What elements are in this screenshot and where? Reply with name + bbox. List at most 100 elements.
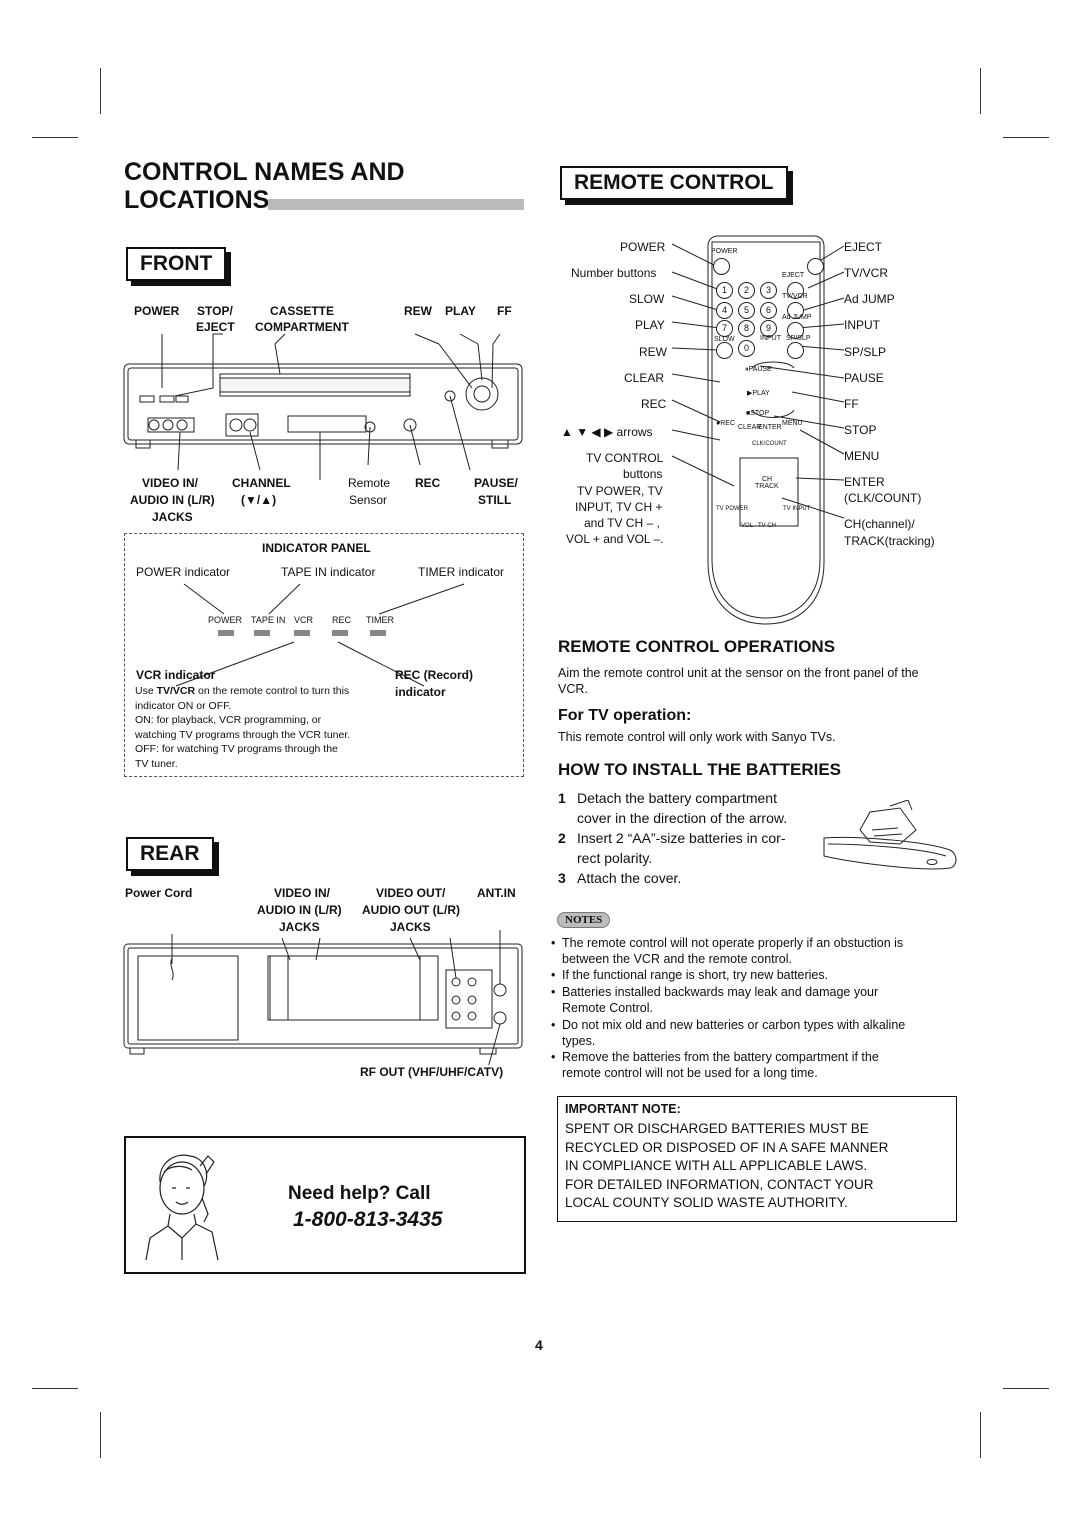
remote-label-power: POWER	[620, 240, 666, 254]
label-play: PLAY	[445, 304, 476, 318]
page-title-line1: CONTROL NAMES AND	[124, 158, 405, 186]
remote-enter-text[interactable]: ENTER	[758, 424, 782, 431]
remote-label-slow: SLOW	[629, 292, 665, 306]
remote-label-input: INPUT	[844, 318, 880, 332]
remote-input-button[interactable]	[787, 322, 804, 339]
page-title-line2: LOCATIONS	[124, 186, 270, 214]
label-rear-audio-out: AUDIO OUT (L/R)	[362, 903, 460, 917]
vcr-indicator-label: VCR indicator	[136, 668, 216, 682]
crop-mark	[100, 1412, 101, 1458]
remote-key-6[interactable]: 6	[760, 302, 777, 319]
remote-label-tv-vol: VOL + and VOL –.	[566, 532, 664, 546]
important-note-text: SPENT OR DISCHARGED BATTERIES MUST BE RE…	[565, 1121, 889, 1210]
remote-menu-text[interactable]: MENU	[782, 420, 803, 427]
remote-vol-text[interactable]: VOL	[741, 523, 754, 529]
label-still: STILL	[478, 493, 512, 507]
remote-label-eject: EJECT	[844, 240, 883, 254]
crop-mark	[100, 68, 101, 114]
crop-mark	[1003, 137, 1049, 138]
label-eject: EJECT	[196, 320, 235, 334]
indicator-panel-title: INDICATOR PANEL	[262, 541, 371, 555]
remote-key-0[interactable]: 0	[738, 340, 755, 357]
remote-tvvcr-text: TV/VCR	[782, 293, 808, 300]
label-sensor: Sensor	[349, 493, 388, 507]
label-video-in: VIDEO IN/	[142, 476, 199, 490]
crop-mark	[32, 137, 78, 138]
label-rear-jacks2: JACKS	[390, 920, 431, 934]
remote-key-2[interactable]: 2	[738, 282, 755, 299]
tv-operation-text: This remote control will only work with …	[558, 730, 836, 744]
remote-power-button[interactable]	[713, 258, 730, 275]
crop-mark	[980, 68, 981, 114]
notes-badge: NOTES	[557, 912, 611, 928]
vcr-rear-illustration	[123, 930, 523, 1065]
remote-label-rec: REC	[641, 397, 667, 411]
remote-label-spslp: SP/SLP	[844, 345, 887, 359]
operations-aim-line2: VCR.	[558, 682, 588, 696]
remote-label-number-buttons: Number buttons	[571, 266, 657, 280]
battery-step-3: 3 Attach the cover.	[558, 870, 682, 886]
remote-track-text[interactable]: TRACK	[755, 483, 779, 490]
battery-step-2: 2 Insert 2 “AA”-size batteries in cor- r…	[558, 830, 786, 866]
label-ant-in: ANT.IN	[477, 886, 516, 900]
indicator-lamps-illustration	[175, 583, 465, 687]
lamp-timer: TIMER	[366, 615, 394, 625]
remote-tvpower-text[interactable]: TV POWER	[716, 506, 749, 512]
note-item-1: The remote control will not operate prop…	[551, 935, 962, 967]
remote-ch-text[interactable]: CH	[762, 476, 773, 483]
help-phone[interactable]: 1-800-813-3435	[293, 1208, 443, 1231]
label-pause: PAUSE/	[474, 476, 518, 490]
label-rew: REW	[404, 304, 432, 318]
remote-eject-button[interactable]	[807, 258, 824, 275]
note-item-2: If the functional range is short, try ne…	[551, 967, 962, 983]
crop-mark	[980, 1412, 981, 1458]
operations-heading: REMOTE CONTROL OPERATIONS	[558, 637, 836, 656]
remote-key-7[interactable]: 7	[716, 320, 733, 337]
remote-spslp-button[interactable]	[787, 342, 804, 359]
rear-heading: REAR	[126, 837, 214, 871]
remote-key-1[interactable]: 1	[716, 282, 733, 299]
remote-pause-text[interactable]: ⏸PAUSE	[745, 366, 772, 373]
remote-eject-text: EJECT	[782, 272, 805, 279]
remote-clkcount-text[interactable]: CLK/COUNT	[752, 441, 787, 447]
remote-stop-text[interactable]: ■STOP	[746, 410, 770, 417]
remote-play-text[interactable]: ▶PLAY	[747, 390, 770, 397]
vcr-front-illustration	[123, 333, 523, 480]
label-jacks: JACKS	[152, 510, 193, 524]
remote-tvch-text[interactable]: TV CH	[758, 523, 776, 529]
remote-key-9[interactable]: 9	[760, 320, 777, 337]
remote-clear-text[interactable]: CLEAR	[738, 424, 762, 431]
battery-step-1: 1 Detach the battery compartment cover i…	[558, 790, 788, 826]
lamp-power: POWER	[208, 615, 243, 625]
tv-operation-heading: For TV operation:	[558, 707, 692, 724]
remote-key-3[interactable]: 3	[760, 282, 777, 299]
remote-label-clkcount: (CLK/COUNT)	[844, 491, 922, 505]
crop-mark	[32, 1388, 78, 1389]
remote-slow-button[interactable]	[716, 342, 733, 359]
vcr-note-line6: TV tuner.	[135, 757, 178, 770]
remote-input-text: INPUT	[760, 335, 781, 342]
remote-tvvcr-button[interactable]	[787, 282, 804, 299]
remote-adjump-button[interactable]	[787, 302, 804, 319]
remote-key-5[interactable]: 5	[738, 302, 755, 319]
remote-label-play: PLAY	[635, 318, 665, 332]
rec-indicator-label: indicator	[395, 685, 446, 699]
label-cassette: CASSETTE	[270, 304, 335, 318]
remote-key-8[interactable]: 8	[738, 320, 755, 337]
vcr-note-line1: Use TV/VCR on the remote control to turn…	[135, 685, 350, 697]
remote-tvinput-text[interactable]: TV INPUT	[783, 506, 811, 512]
remote-key-4[interactable]: 4	[716, 302, 733, 319]
remote-label-adjump: Ad JUMP	[844, 292, 895, 306]
title-rule	[268, 199, 524, 210]
label-rear-audio-in: AUDIO IN (L/R)	[257, 903, 342, 917]
label-compartment: COMPARTMENT	[255, 320, 349, 334]
note-item-3: Batteries installed backwards may leak a…	[551, 984, 962, 1016]
remote-control-heading: REMOTE CONTROL	[560, 166, 788, 200]
remote-label-rew: REW	[639, 345, 667, 359]
remote-rec-text[interactable]: ●REC	[716, 420, 736, 427]
power-indicator-label: POWER indicator	[136, 565, 231, 579]
label-rear-video-in: VIDEO IN/	[274, 886, 331, 900]
vcr-note-line5: OFF: for watching TV programs through th…	[135, 743, 338, 755]
label-rf-out: RF OUT (VHF/UHF/CATV)	[360, 1065, 504, 1079]
operations-aim-line1: Aim the remote control unit at the senso…	[558, 666, 919, 680]
